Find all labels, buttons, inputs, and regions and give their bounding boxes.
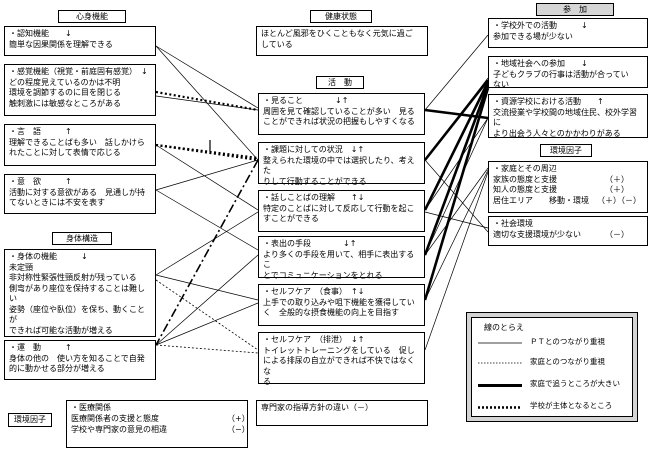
mind-body-box-motivation: ・意 欲 ↑ 活動に対する意欲がある 見通しが持 てないときには不安を表す xyxy=(4,174,156,214)
participation-box-outside: ・学校外での活動 ↓ 参加できる場が少ない xyxy=(488,18,648,48)
env-social-title: ・社会環境 xyxy=(493,219,533,228)
env-box-social: ・社会環境 適切な支援環境が少ない（－） xyxy=(488,216,648,246)
env-factor-label: 環境因子 xyxy=(8,413,52,427)
env-box-home: ・家庭とその周辺 家族の態度と支援（＋） 知人の態度と支援（＋） 居住エリア 移… xyxy=(488,161,648,213)
activity-box-selfcare-toilet: ・セルフケア （排泄） ↓↑ トイレットトレーニングをしている 促し による排尿… xyxy=(258,332,425,386)
env-medical-row: 医療関係者の支援と態度（+） xyxy=(71,413,250,423)
header-mind-body: 心身機能 xyxy=(58,10,126,23)
home-links xyxy=(155,279,259,354)
legend-title: 線のとらえ xyxy=(484,323,524,332)
header-participation: 参 加 xyxy=(536,3,614,16)
mind-body-box-language: ・言 語 ↑ 理解できることばも多い 話しかけら れたことに対して表情で応じる xyxy=(4,124,156,166)
health-box: ほとんど風邪をひくこともなく元気に過ご している xyxy=(256,26,428,56)
env-medical-title: ・医療関係 xyxy=(71,403,111,412)
env-home-row: 家族の態度と支援（＋） xyxy=(493,174,629,184)
activity-box-speech: ・話しことばの理解 ↑↓ 特定のことばに対して反応して行動を起こ すことができる xyxy=(258,190,425,232)
legend-item-school: 学校が主体となるところ xyxy=(478,401,613,410)
header-health: 健康状態 xyxy=(310,10,372,23)
env-home-row: 居住エリア 移動・環境（＋）（－） xyxy=(493,195,641,205)
participation-box-community: ・地域社会への参加 ↓ 子どもクラブの行事は活動が合ってい ない xyxy=(488,56,648,89)
expert-box: 専門家の指導方針の違い（－） xyxy=(256,400,428,426)
home-major-links xyxy=(423,79,490,301)
activity-box-selfcare-meal: ・セルフケア （食事） ↑↓ 上手での取り込みや咀下機能を獲得してい く 全般的… xyxy=(258,284,425,326)
header-body-structure: 身体構造 xyxy=(52,232,112,245)
activity-box-task: ・課題に対しての状況 ↓↑ 整えられた環境の中では選択したり、考えた りして行動… xyxy=(258,142,425,186)
env-home-row: 知人の態度と支援（＋） xyxy=(493,185,629,194)
env-social-row: 適切な支援環境が少ない（－） xyxy=(493,229,629,239)
mind-body-box-cognition: ・認知機能 ↓ 簡単な因果関係を理解できる xyxy=(4,26,156,56)
activity-box-expression: ・表出の手段 ↓↑ より多くの手段を用いて、相手に表出するこ とでコミュニケーシ… xyxy=(258,236,425,280)
env-medical-row: 学校や専門家の意見の相違（−） xyxy=(71,424,250,434)
legend-item-home: 家庭とのつながり重視 xyxy=(478,357,605,366)
mind-body-box-sensation: ・感覚機能（視覚・前庭固有感覚） ↓ どの程度見えているのかは不明 環境を調節す… xyxy=(4,64,156,116)
legend-panel: 線のとらえ ＰＴとのつながり重視 家庭とのつながり重視 家庭で追うところが大きい… xyxy=(471,317,633,417)
header-env-right: 環境因子 xyxy=(540,144,592,157)
school-links xyxy=(155,90,259,162)
activity-box-seeing: ・見ること ↓↑ 周囲を見て確認していることが多い 見る ことができれば状況の把… xyxy=(258,93,425,135)
dashdot-link xyxy=(155,159,259,346)
body-structure-box-movement: ・運 動 ↑ 身体の他の 使い方を知ることで自発 的に動かせる部分が増える xyxy=(4,340,156,380)
legend-item-home-major: 家庭で追うところが大きい xyxy=(478,379,620,388)
env-box-medical: ・医療関係 医療関係者の支援と態度（+） 学校や専門家の意見の相違（−） xyxy=(66,400,250,448)
header-activity: 活 動 xyxy=(316,76,364,89)
legend-item-pt: ＰＴとのつながり重視 xyxy=(478,337,605,346)
env-home-title: ・家庭とその周辺 xyxy=(493,164,557,173)
body-structure-box-function: ・身体の機能 ↓ 未定頸 非対称性緊張性頸反射が残っている 側弯があり座位を保持… xyxy=(4,249,156,337)
participation-box-school: ・資源学校における活動 ↑ 交流授業や学校間の地域住民、校外学習に より出会う人… xyxy=(488,94,648,138)
legend: 線のとらえ ＰＴとのつながり重視 家庭とのつながり重視 家庭で追うところが大きい… xyxy=(466,312,638,422)
